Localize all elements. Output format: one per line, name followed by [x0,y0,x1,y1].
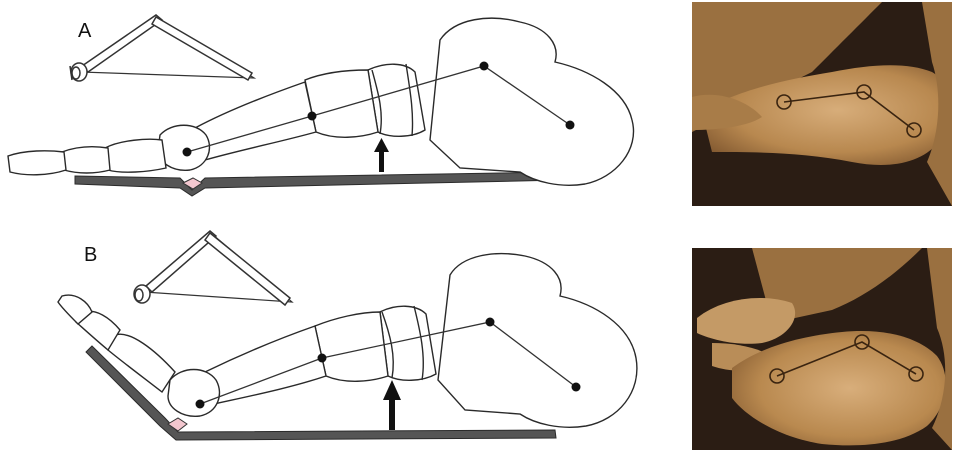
panel-a-diagram [8,15,634,196]
foot-photo-b [692,248,952,450]
foot-bones-a [8,18,634,185]
panel-b-diagram [58,231,637,440]
marker-point [318,354,327,363]
foot-photo-a [692,2,952,206]
marker-point [183,148,192,157]
plantar-fascia-a [75,172,562,196]
upward-arrow-icon [383,380,401,430]
marker-point [480,62,489,71]
upward-arrow-icon [374,138,389,172]
marker-point [572,383,581,392]
marker-point [196,400,205,409]
marker-point [486,318,495,327]
windlass-triangle-icon [70,15,254,81]
marker-point [566,121,575,130]
marker-point [308,112,317,121]
windlass-triangle-icon [134,231,292,305]
